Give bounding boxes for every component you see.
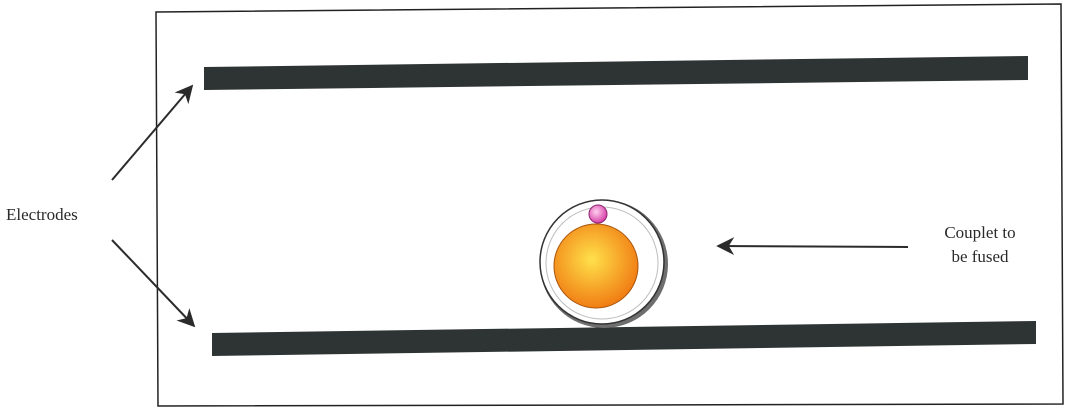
top-electrode	[204, 56, 1028, 90]
arrow-to-couplet	[716, 237, 909, 256]
arrow-to-bottom-electrode	[111, 239, 196, 328]
chamber-frame	[155, 3, 1064, 407]
arrow-to-top-electrode	[111, 84, 194, 181]
small-cell	[588, 204, 608, 224]
couplet-label-line1: Couplet to	[944, 223, 1015, 242]
large-cell	[553, 223, 639, 309]
electrodes-label: Electrodes	[6, 205, 78, 224]
bottom-electrode	[212, 321, 1036, 356]
cell-couplet	[539, 199, 668, 328]
couplet-label-line2: be fused	[951, 247, 1009, 266]
